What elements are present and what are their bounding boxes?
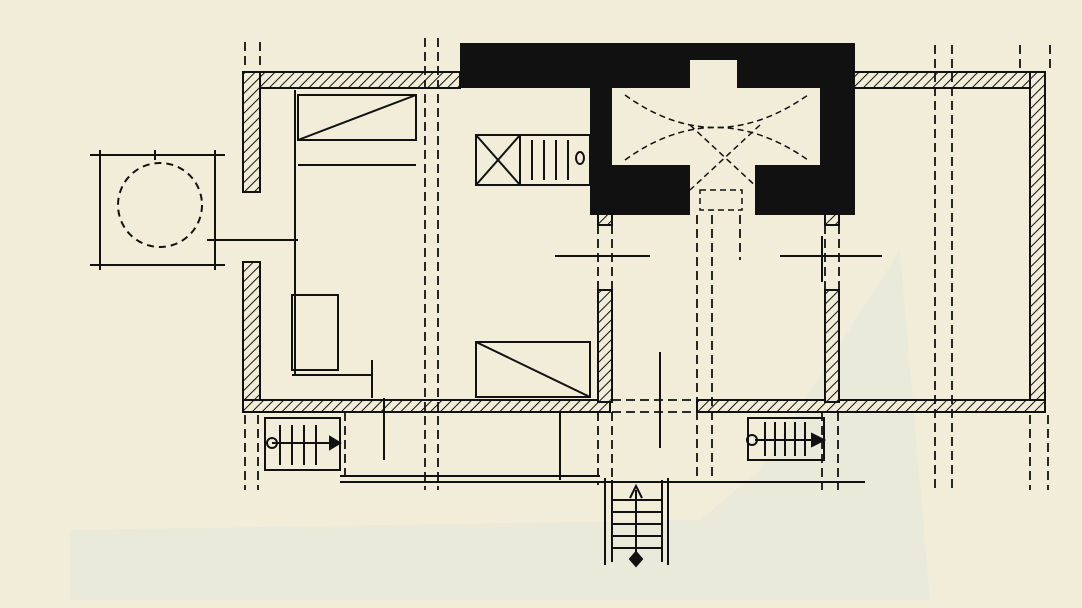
inner-stair <box>475 134 591 186</box>
faint-shadow <box>70 250 930 600</box>
chimney-mass <box>460 43 855 215</box>
vault-lines <box>624 94 809 211</box>
stair-right <box>746 417 827 461</box>
furniture <box>291 90 591 398</box>
stair-center <box>604 478 669 568</box>
stair-left <box>264 417 342 471</box>
well <box>90 150 225 270</box>
exterior-walls <box>242 71 1046 413</box>
dashed-lines <box>244 38 1051 490</box>
